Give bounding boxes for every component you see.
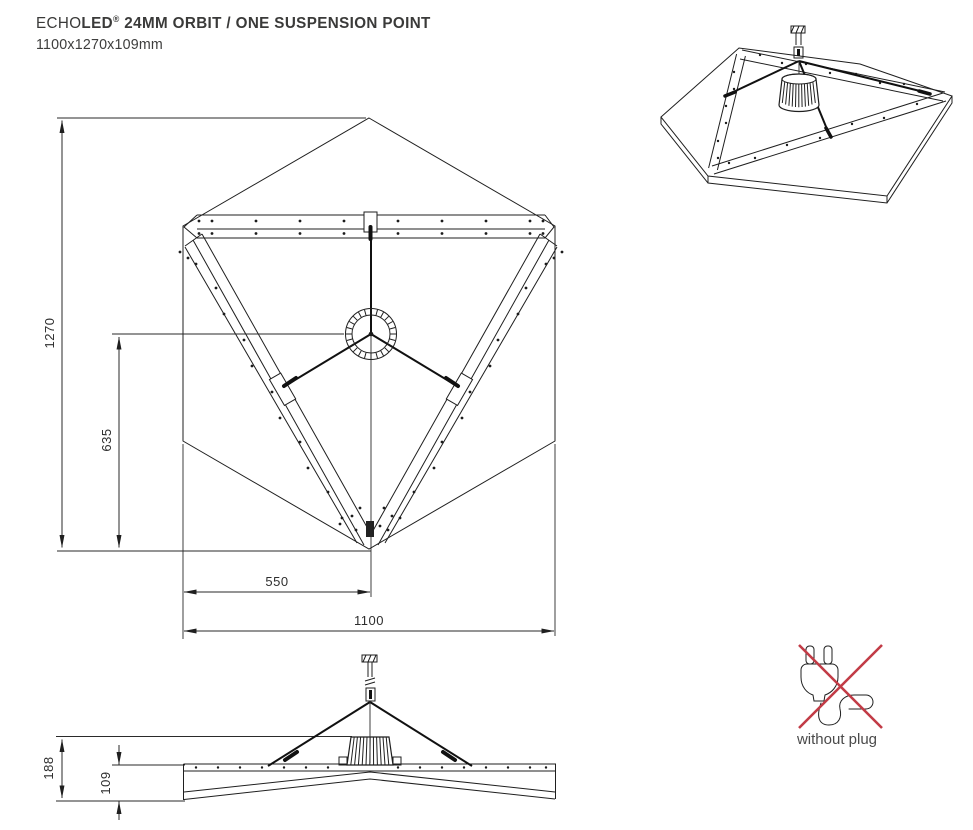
center-ring-led-module	[345, 308, 397, 360]
overall-dimensions: 1100x1270x109mm	[36, 36, 163, 53]
brand-prefix: ECHO	[36, 15, 82, 32]
side-suspension	[267, 654, 473, 767]
dim-label-1100: 1100	[354, 613, 384, 628]
registered-mark: ®	[112, 14, 120, 24]
dim-label-1270: 1270	[42, 318, 57, 349]
ceiling-mount-icon	[790, 25, 806, 34]
dimension-109: 109	[98, 745, 122, 820]
ring-ticks	[346, 309, 396, 359]
dim-label-188: 188	[41, 756, 56, 779]
red-cross-icon	[798, 644, 883, 729]
iso-led-cylinder	[778, 73, 820, 113]
dimension-188: 188	[41, 739, 65, 799]
drawing-header: ECHOLED® 24MM ORBIT / ONE SUSPENSION POI…	[36, 14, 431, 53]
suspension-bracket-top	[363, 211, 378, 241]
plan-view: 1270 635 550 1100	[42, 117, 564, 639]
ceiling-mount-icon-side	[361, 654, 378, 663]
hexagon-panel-outline	[182, 117, 556, 550]
plug-icon	[800, 645, 874, 726]
page-title: ECHOLED® 24MM ORBIT / ONE SUSPENSION POI…	[36, 14, 431, 33]
no-plug-icon	[798, 644, 883, 729]
title-text: 24MM ORBIT / ONE SUSPENSION POINT	[119, 15, 431, 32]
dimension-1100: 1100	[183, 444, 556, 636]
cable-bracket-left	[268, 372, 297, 407]
isometric-view	[660, 25, 953, 204]
frame-bar-top-screws	[197, 219, 545, 235]
suspension-cables-plan	[282, 239, 460, 388]
dimension-550: 550	[182, 444, 371, 639]
frame-bottom-joint	[338, 506, 394, 537]
side-view: 188 109	[41, 654, 556, 820]
side-panel-screws	[194, 766, 548, 769]
dim-label-109: 109	[98, 771, 113, 794]
side-panel-profile	[183, 763, 556, 800]
iso-suspension	[723, 25, 932, 139]
dimension-1270: 1270	[42, 117, 371, 552]
dimension-635: 635	[99, 333, 344, 548]
iso-hexagon-panel	[660, 47, 953, 204]
brand-name: LED	[81, 15, 113, 32]
no-plug-caption: without plug	[796, 731, 878, 748]
dim-label-635: 635	[99, 428, 114, 451]
dim-label-550: 550	[265, 574, 288, 589]
cable-bracket-right	[445, 372, 474, 407]
